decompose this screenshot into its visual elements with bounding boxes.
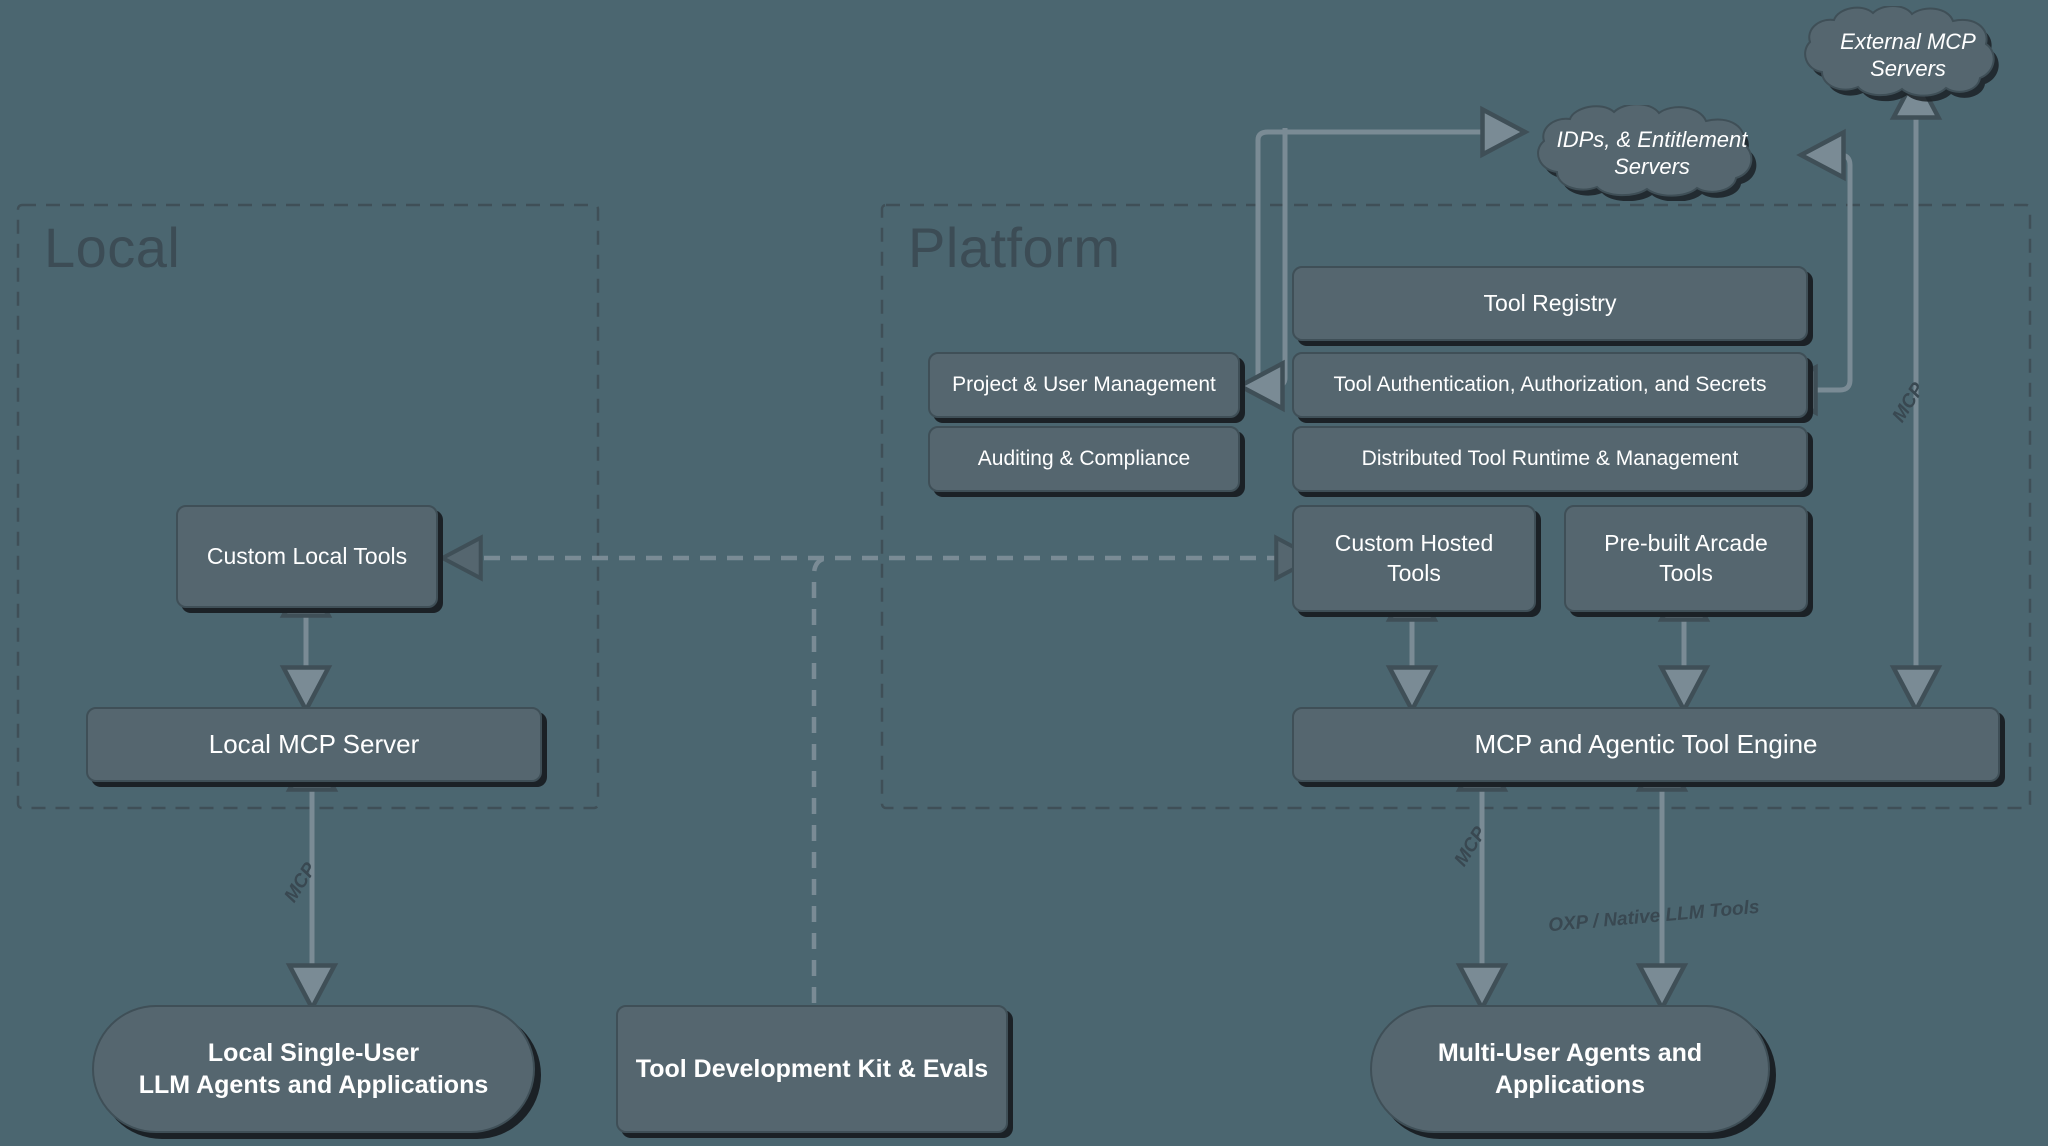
- node-distributed-tool-runtime-label: Distributed Tool Runtime & Management: [1361, 447, 1739, 471]
- node-tdk-evals-label: Tool Development Kit & Evals: [635, 1054, 989, 1083]
- node-mcp-agentic-tool-engine-label: MCP and Agentic Tool Engine: [1474, 728, 1818, 759]
- cloud-idps-label-line1: IDPs, & Entitlement: [1556, 126, 1748, 152]
- node-local-agents-line2: LLM Agents and Applications: [138, 1071, 489, 1099]
- cloud-external-mcp-servers[interactable]: External MCP Servers: [1778, 6, 2038, 104]
- cloud-idps-label-line2: Servers: [1614, 154, 1690, 179]
- node-tool-development-kit-evals[interactable]: Tool Development Kit & Evals: [616, 1005, 1008, 1133]
- node-multi-user-agents-label: Multi-User Agents and Applications: [1438, 1037, 1702, 1102]
- edge-idps-to-projectmgmt: [1235, 128, 1288, 413]
- node-project-user-management-label: Project & User Management: [952, 373, 1216, 397]
- node-local-agents-label: Local Single-User LLM Agents and Applica…: [139, 1037, 489, 1102]
- node-local-mcp-server[interactable]: Local MCP Server: [86, 707, 542, 782]
- node-prebuilt-arcade-tools[interactable]: Pre-built Arcade Tools: [1564, 505, 1808, 612]
- node-tool-authentication-label: Tool Authentication, Authorization, and …: [1333, 373, 1767, 397]
- cloud-external-mcp-label: External MCP Servers: [1840, 28, 1976, 82]
- edge-toolauth-idps: [1768, 128, 1853, 417]
- cloud-idps-label: IDPs, & Entitlement Servers: [1531, 126, 1774, 181]
- node-custom-local-tools-label: Custom Local Tools: [206, 542, 408, 569]
- node-local-single-user-agents[interactable]: Local Single-User LLM Agents and Applica…: [92, 1005, 535, 1133]
- edge-projectmgmt-to-idps: [1255, 105, 1530, 385]
- node-mcp-agentic-tool-engine[interactable]: MCP and Agentic Tool Engine: [1292, 707, 2000, 782]
- node-custom-local-tools[interactable]: Custom Local Tools: [176, 505, 438, 608]
- node-custom-hosted-tools[interactable]: Custom Hosted Tools: [1292, 505, 1536, 612]
- node-multi-user-agents-line2: Applications: [1494, 1071, 1645, 1099]
- group-label-local: Local: [44, 216, 181, 279]
- node-auditing-compliance[interactable]: Auditing & Compliance: [928, 426, 1240, 492]
- node-multi-user-agents[interactable]: Multi-User Agents and Applications: [1370, 1005, 1770, 1133]
- node-tool-registry[interactable]: Tool Registry: [1292, 266, 1808, 341]
- node-tool-registry-label: Tool Registry: [1483, 289, 1617, 316]
- node-project-user-management[interactable]: Project & User Management: [928, 352, 1240, 418]
- cloud-idps-entitlement-servers[interactable]: IDPs, & Entitlement Servers: [1510, 105, 1794, 201]
- node-local-agents-line1: Local Single-User: [207, 1038, 420, 1067]
- node-local-mcp-server-label: Local MCP Server: [208, 728, 420, 759]
- node-distributed-tool-runtime[interactable]: Distributed Tool Runtime & Management: [1292, 426, 1808, 492]
- node-custom-hosted-tools-label: Custom Hosted Tools: [1334, 529, 1494, 586]
- edge-tdk-branch-dashed: [811, 555, 831, 1003]
- node-prebuilt-arcade-tools-label: Pre-built Arcade Tools: [1604, 529, 1768, 586]
- node-multi-user-agents-line1: Multi-User Agents and: [1437, 1038, 1703, 1067]
- node-auditing-compliance-label: Auditing & Compliance: [977, 447, 1191, 471]
- node-tool-authentication[interactable]: Tool Authentication, Authorization, and …: [1292, 352, 1808, 418]
- group-label-platform: Platform: [908, 216, 1121, 279]
